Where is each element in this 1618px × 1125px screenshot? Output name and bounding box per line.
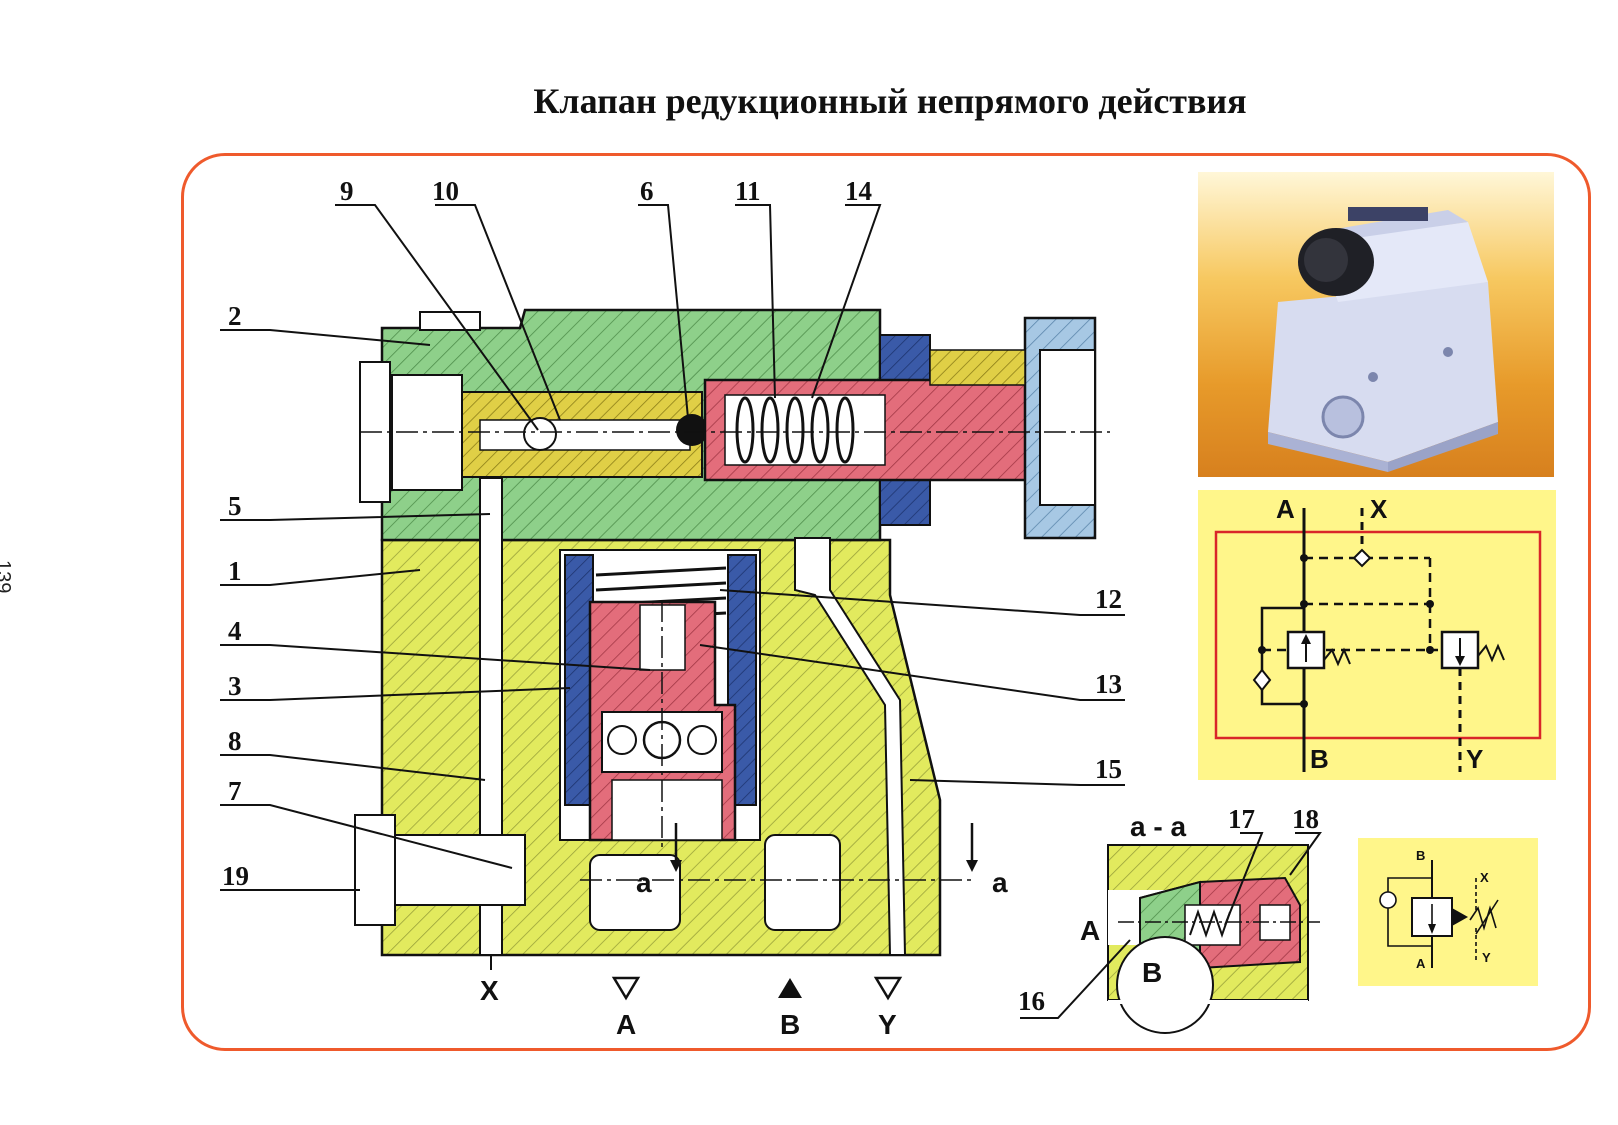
- scheme-port-x: X: [1370, 494, 1388, 524]
- callout-10: 10: [432, 176, 459, 206]
- section-port-a: A: [1080, 915, 1100, 946]
- callout-12: 12: [1095, 584, 1122, 614]
- diagram-frame: [181, 153, 1591, 1051]
- callout-14: 14: [845, 176, 872, 206]
- callout-5: 5: [228, 491, 242, 521]
- symbol-port-a: A: [1416, 956, 1426, 971]
- callout-7: 7: [228, 776, 242, 806]
- symbol-port-x: X: [1480, 870, 1489, 885]
- section-port-b: B: [1142, 957, 1162, 988]
- callout-8: 8: [228, 726, 242, 756]
- callout-18: 18: [1292, 804, 1319, 834]
- symbol-port-y: Y: [1482, 950, 1491, 965]
- callout-9: 9: [340, 176, 354, 206]
- callout-19: 19: [222, 861, 249, 891]
- port-a-label: A: [616, 1009, 636, 1040]
- scheme-drawing: A X B Y: [1214, 494, 1542, 774]
- scheme-port-a: A: [1276, 494, 1295, 524]
- section-a-a-detail: a - a 17 18 16 A B: [1018, 804, 1322, 1034]
- valve-photo-drawing: [1268, 207, 1498, 472]
- scheme-port-b: B: [1310, 744, 1329, 774]
- callout-4: 4: [228, 616, 242, 646]
- port-x-label: X: [480, 975, 499, 1006]
- hydraulic-symbol: B X A Y: [1358, 838, 1538, 986]
- section-mark-left: a: [636, 867, 652, 898]
- port-b-label: B: [780, 1009, 800, 1040]
- callout-1: 1: [228, 556, 242, 586]
- page-title: Клапан редукционный непрямого действия: [533, 81, 1247, 121]
- callout-3: 3: [228, 671, 242, 701]
- section-mark-right: a: [992, 867, 1008, 898]
- callout-13: 13: [1095, 669, 1122, 699]
- callout-2: 2: [228, 301, 242, 331]
- callout-11: 11: [735, 176, 761, 206]
- hydraulic-scheme: A X B Y: [1198, 490, 1556, 780]
- callout-17: 17: [1228, 804, 1255, 834]
- symbol-drawing: B X A Y: [1379, 848, 1499, 971]
- callout-15: 15: [1095, 754, 1122, 784]
- product-photo: [1198, 172, 1554, 477]
- callout-6: 6: [640, 176, 654, 206]
- section-title: a - a: [1130, 811, 1186, 842]
- port-y-label: Y: [878, 1009, 897, 1040]
- scheme-port-y: Y: [1466, 744, 1483, 774]
- callout-16: 16: [1018, 986, 1045, 1016]
- symbol-port-b: B: [1416, 848, 1425, 863]
